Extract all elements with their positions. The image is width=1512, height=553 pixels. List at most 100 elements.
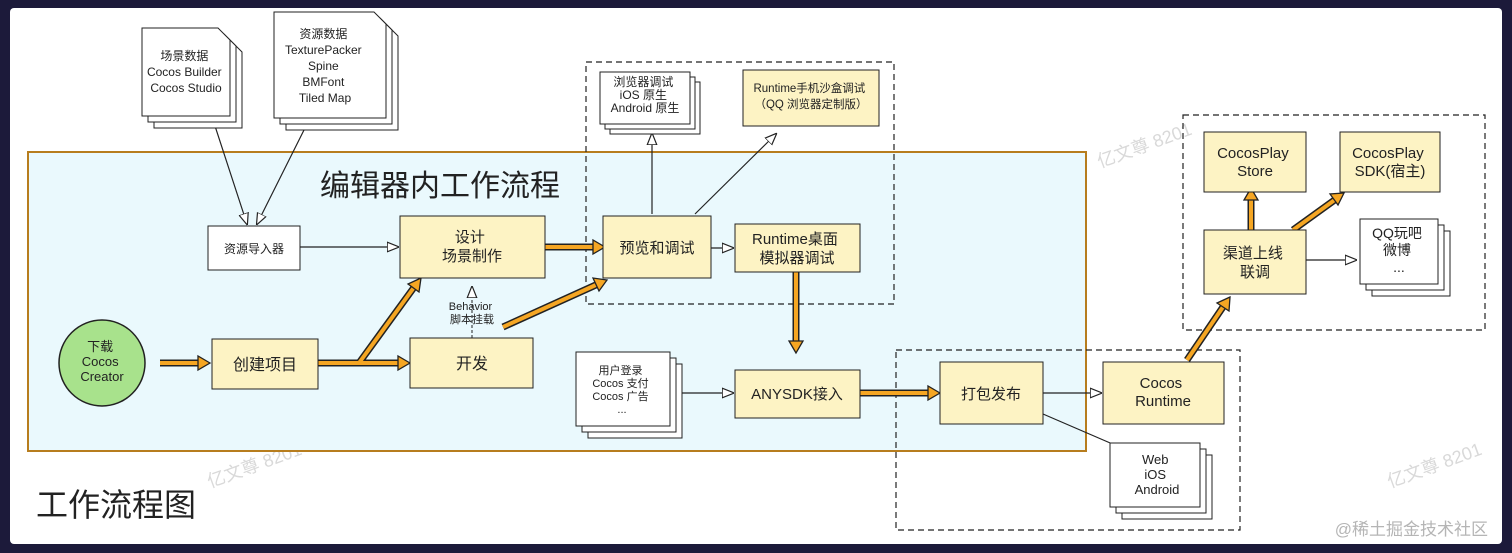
service-login: 用户登录: [598, 363, 642, 377]
svg-text:渠道上线 联调: 渠道上线 联调: [1223, 245, 1287, 281]
node-create-project: 创建项目: [211, 338, 319, 390]
target-ios: iOS: [1144, 467, 1166, 482]
download-label: Creator: [80, 369, 124, 384]
doc-services: 用户登录 Cocos 支付 Cocos 广告 ...: [575, 351, 683, 439]
asset-data-title: 资源数据: [299, 26, 347, 41]
arrows: [160, 125, 1356, 455]
runtime-desktop-label: Runtime桌面: [752, 231, 838, 248]
browser-debug-label: 浏览器调试: [613, 74, 673, 89]
sdk-label: CocosPlay: [1352, 145, 1424, 162]
runtime-mobile-label: Runtime手机沙盒调试: [753, 81, 865, 95]
target-android: Android: [1135, 482, 1180, 497]
diagram-title: 工作流程图: [36, 486, 196, 524]
asset-data-item: TexturePacker: [285, 43, 362, 57]
node-cocos-runtime: Cocos Runtime: [1102, 361, 1225, 425]
svg-text:浏览器调试 iOS 原生 Andro: 浏览器调试 iOS 原生 Android 原生: [611, 74, 680, 115]
editor-region-title: 编辑器内工作流程: [320, 169, 560, 204]
doc-social: QQ玩吧 微博 ...: [1359, 218, 1451, 297]
channel-label: 渠道上线: [1223, 245, 1283, 262]
svg-text:场景数据 Cocos Builder: 场景数据 Cocos Builder Cocos Studio: [147, 48, 225, 95]
site-watermark: @稀土掘金技术社区: [1335, 520, 1488, 539]
service-more: ...: [617, 404, 626, 416]
thick-arrow-create-to-scene: [357, 284, 417, 365]
social-more: ...: [1393, 259, 1405, 275]
svg-text:下载 Cocos Creator: 下载 Cocos Creator: [80, 339, 124, 384]
faint-watermark: 亿文尊 8201: [1095, 119, 1195, 172]
social-weibo: 微博: [1383, 242, 1411, 258]
runtime-desktop-label: 模拟器调试: [759, 250, 834, 267]
runtime-mobile-label: （QQ 浏览器定制版）: [754, 97, 867, 111]
service-ads: Cocos 广告: [592, 390, 648, 403]
svg-text:Runtime手机沙盒调试 （QQ 浏览器定制版: Runtime手机沙盒调试 （QQ 浏览器定制版）: [753, 81, 868, 111]
node-scene-design: 设计 场景制作: [399, 215, 546, 279]
behavior-annotation: Behavior 脚本挂载: [449, 301, 495, 326]
cocos-runtime-label: Runtime: [1135, 393, 1191, 410]
store-label: CocosPlay: [1217, 145, 1289, 162]
arrow-assets-to-importer: [257, 125, 307, 224]
create-project-label: 创建项目: [233, 356, 297, 374]
node-preview: 预览和调试: [602, 215, 712, 279]
download-label: Cocos: [82, 354, 119, 369]
sdk-label: SDK(宿主): [1355, 163, 1426, 180]
importer-label: 资源导入器: [224, 242, 284, 256]
thick-arrow-runtime-to-channel: [1185, 302, 1227, 362]
svg-text:Web iOS Android: Web iOS Android: [1135, 452, 1180, 497]
node-download: 下载 Cocos Creator: [58, 319, 146, 407]
asset-data-item: Spine: [308, 59, 339, 73]
debug-group: [585, 61, 895, 305]
diagram-frame: 亿文尊 8201 亿文尊 8201 亿文尊 8201 亿文尊 8201 亿文尊 …: [10, 8, 1502, 544]
thick-arrow-develop-to-preview: [502, 282, 599, 329]
node-runtime-mobile: Runtime手机沙盒调试 （QQ 浏览器定制版）: [742, 69, 880, 127]
behavior-label: Behavior: [449, 301, 493, 313]
scene-design-label: 设计: [455, 229, 485, 246]
arrow-preview-to-mobile: [694, 134, 776, 215]
doc-scene-data: 场景数据 Cocos Builder Cocos Studio: [141, 27, 243, 129]
thick-arrow-channel-to-sdk: [1291, 197, 1338, 232]
cocos-runtime-label: Cocos: [1140, 375, 1183, 392]
node-sdk: CocosPlay SDK(宿主): [1339, 131, 1441, 193]
android-native-label: Android 原生: [611, 101, 680, 115]
svg-text:CocosPlay SDK(宿主): CocosPlay SDK(宿主): [1352, 145, 1428, 180]
svg-text:Cocos Runtime: Cocos Runtime: [1135, 375, 1191, 410]
arrow-scene-to-importer: [214, 125, 247, 224]
preview-label: 预览和调试: [619, 240, 694, 257]
anysdk-label: ANYSDK接入: [751, 386, 843, 403]
node-store: CocosPlay Store: [1203, 131, 1307, 193]
svg-text:QQ玩吧 微博 ...: QQ玩吧 微博 ...: [1372, 225, 1426, 275]
service-pay: Cocos 支付: [592, 377, 648, 390]
asset-data-item: BMFont: [302, 75, 345, 89]
node-package: 打包发布: [939, 361, 1044, 425]
social-qq: QQ玩吧: [1372, 225, 1422, 241]
workflow-diagram: 亿文尊 8201 亿文尊 8201 亿文尊 8201 亿文尊 8201 亿文尊 …: [27, 11, 1488, 539]
thick-arrowheads: [197, 186, 1346, 402]
store-label: Store: [1237, 163, 1273, 180]
ios-native-label: iOS 原生: [620, 88, 667, 102]
publish-group: [895, 349, 1241, 531]
asset-data-item: Tiled Map: [299, 91, 352, 105]
doc-publish-targets: Web iOS Android: [1109, 442, 1213, 520]
package-label: 打包发布: [961, 386, 1021, 403]
node-anysdk: ANYSDK接入: [734, 369, 861, 419]
svg-text:CocosPlay Store: CocosPlay Store: [1217, 145, 1293, 180]
scene-data-item: Cocos Builder: [147, 65, 222, 79]
svg-text:Runtime桌面 模拟器调试: Runtime桌面 模拟器调试: [752, 231, 842, 267]
target-web: Web: [1142, 452, 1169, 467]
channel-group: [1182, 114, 1486, 331]
channel-label: 联调: [1240, 264, 1270, 281]
node-importer: 资源导入器: [207, 225, 301, 271]
scene-design-label: 场景制作: [442, 248, 502, 265]
svg-text:用户登录 Cocos 支付 Coco: 用户登录 Cocos 支付 Cocos 广告 ...: [592, 363, 651, 416]
svg-text:资源数据 TexturePacker: 资源数据 TexturePacker Spine BMFont Tiled Ma…: [285, 26, 365, 105]
faint-watermark: 亿文尊 8201: [1385, 439, 1485, 492]
behavior-label: 脚本挂载: [450, 312, 494, 326]
doc-browser-targets: 浏览器调试 iOS 原生 Android 原生: [599, 71, 701, 135]
develop-label: 开发: [456, 355, 488, 373]
download-label: 下载: [87, 339, 113, 354]
scene-data-title: 场景数据: [160, 48, 208, 63]
doc-asset-data: 资源数据 TexturePacker Spine BMFont Tiled Ma…: [273, 11, 399, 131]
scene-data-item: Cocos Studio: [150, 81, 222, 95]
svg-text:设计 场景制作: 设计 场景制作: [442, 229, 502, 265]
node-channel: 渠道上线 联调: [1203, 229, 1307, 295]
node-develop: 开发: [409, 337, 534, 389]
node-runtime-desktop: Runtime桌面 模拟器调试: [734, 223, 861, 273]
